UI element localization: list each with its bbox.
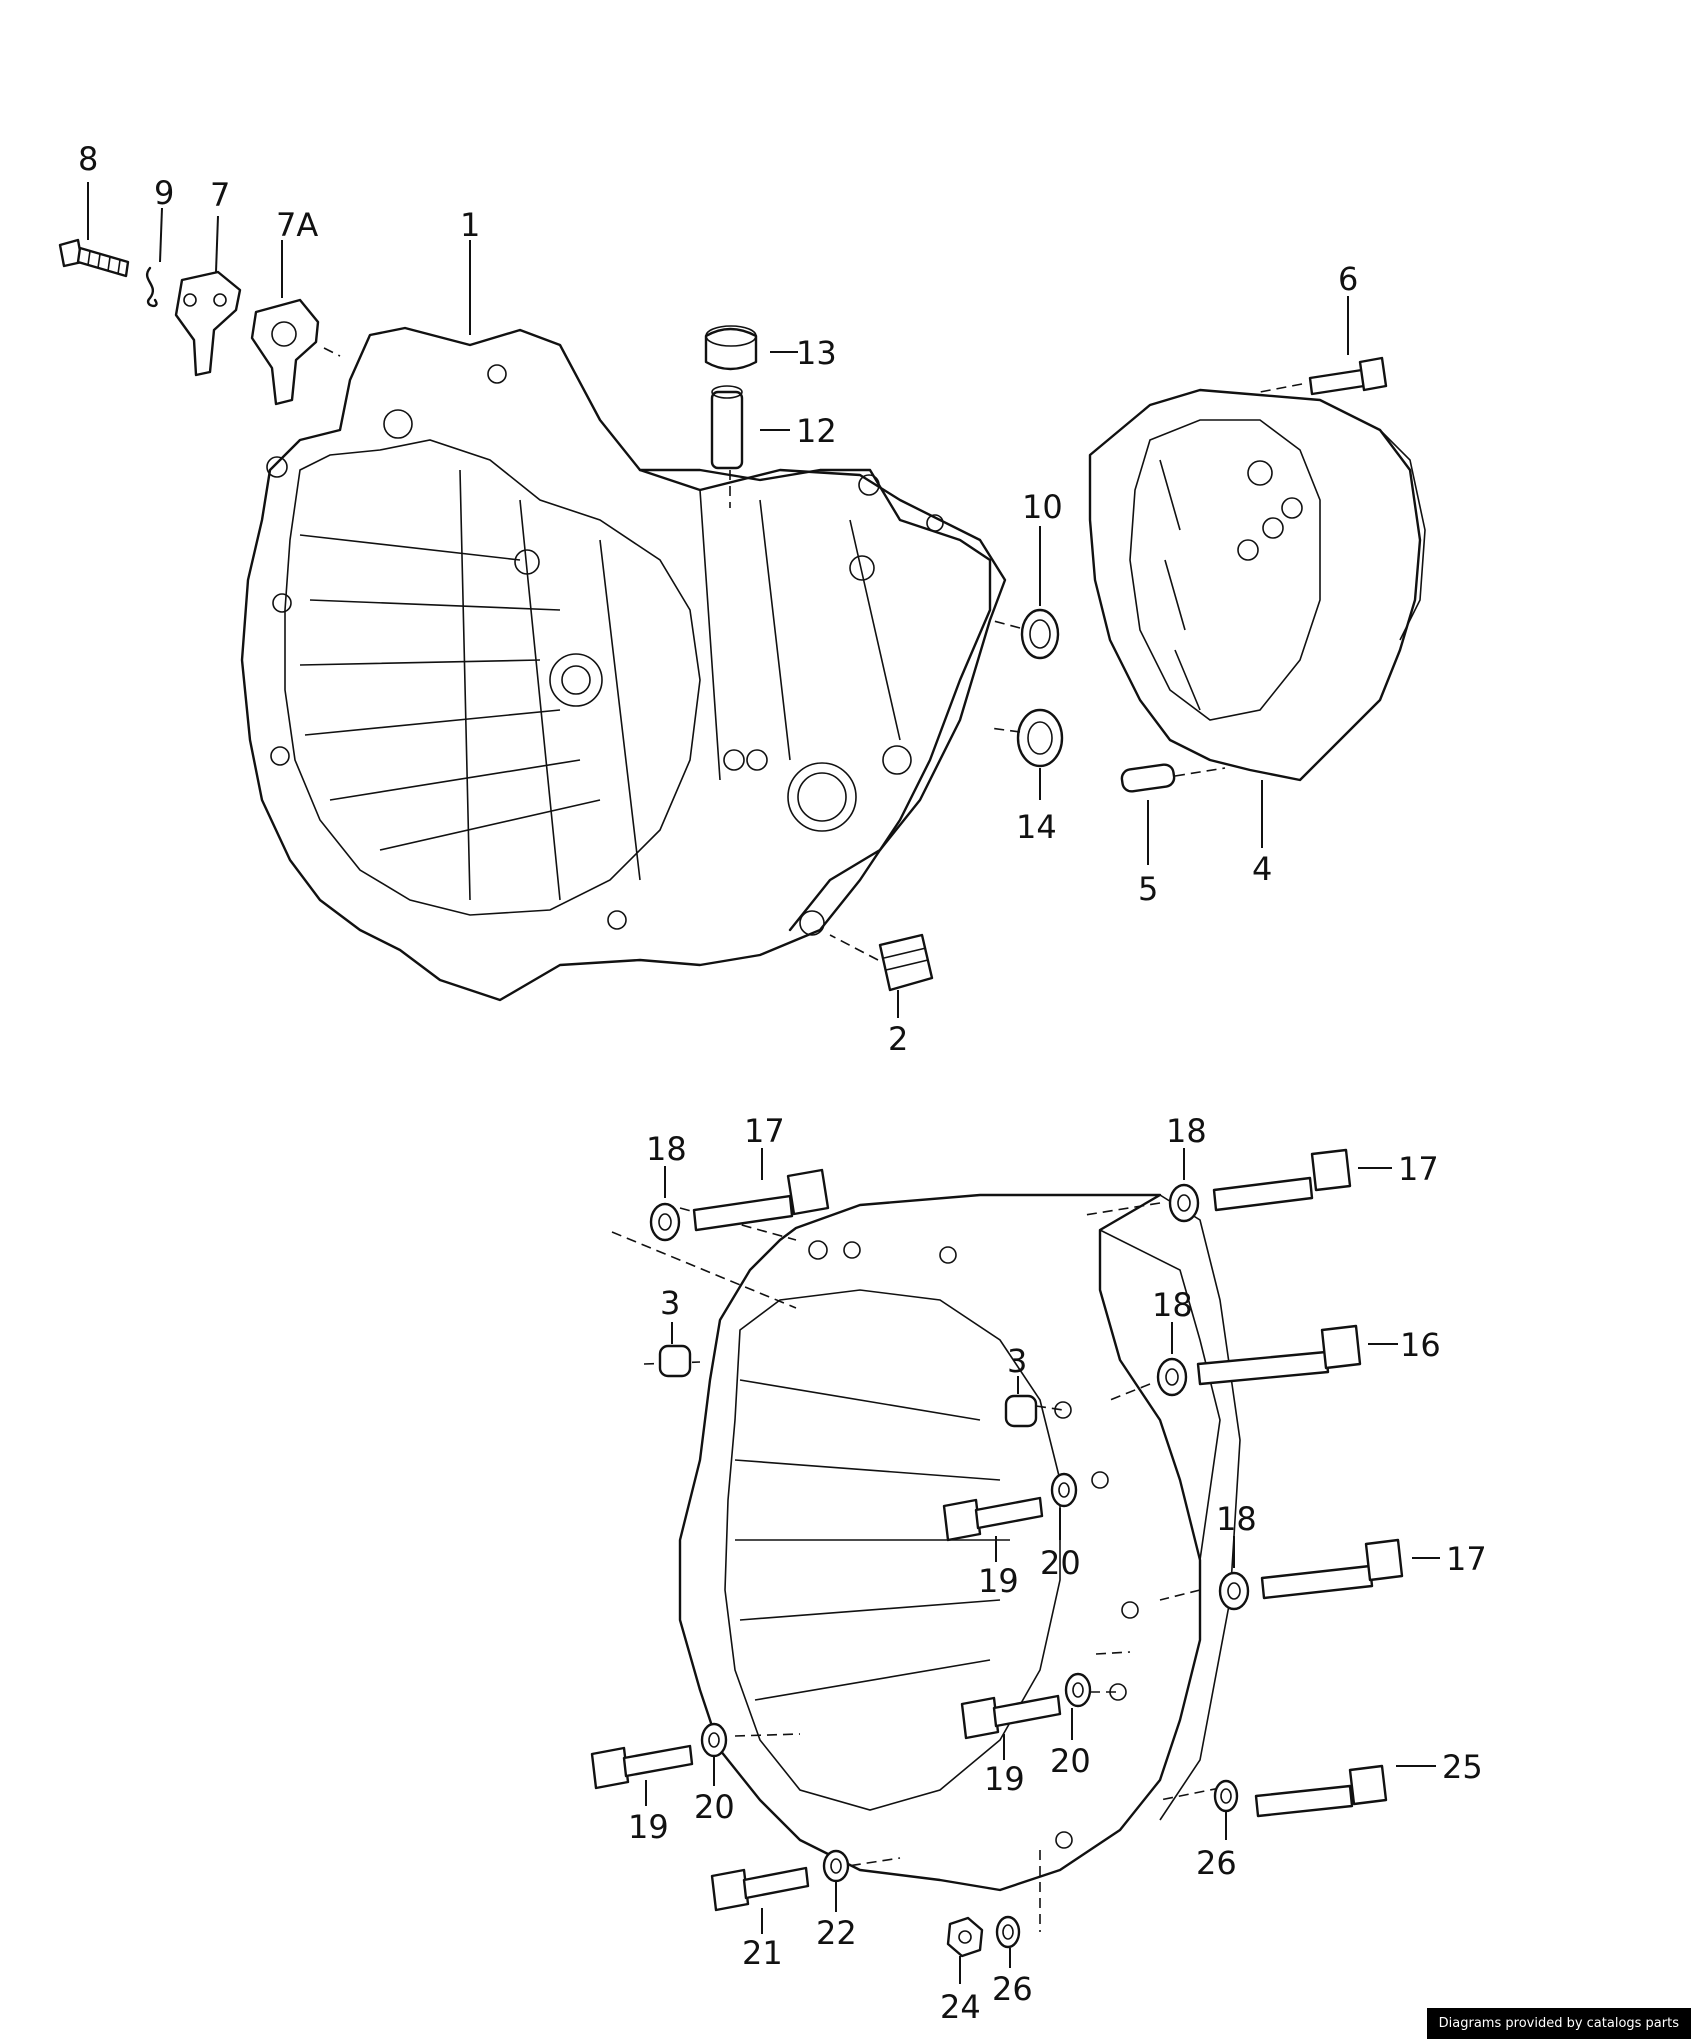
bolt-8 bbox=[58, 238, 130, 278]
washer-20 bbox=[700, 1472, 1092, 1758]
plug-2 bbox=[878, 933, 934, 992]
callout-20: 20 bbox=[1050, 1742, 1091, 1780]
spring-clip-9 bbox=[145, 266, 158, 308]
callout-labels: 1 2 3 3 4 5 6 7 7A 8 9 10 12 13 14 16 17… bbox=[78, 140, 1487, 2026]
callout-17: 17 bbox=[1398, 1150, 1439, 1188]
seal-14 bbox=[1016, 708, 1064, 768]
callout-7: 7 bbox=[210, 176, 230, 214]
bracket-7 bbox=[174, 270, 242, 377]
callout-24: 24 bbox=[940, 1988, 981, 2026]
upper-leader-lines bbox=[87, 182, 1349, 1018]
dowel-5 bbox=[1120, 763, 1176, 793]
callout-2: 2 bbox=[888, 1020, 908, 1058]
callout-19: 19 bbox=[628, 1808, 669, 1846]
rear-cover-4 bbox=[1088, 388, 1426, 782]
callout-9: 9 bbox=[154, 174, 174, 212]
callout-13: 13 bbox=[796, 334, 837, 372]
callout-3: 3 bbox=[660, 1284, 680, 1322]
callout-4: 4 bbox=[1252, 850, 1272, 888]
callout-21: 21 bbox=[742, 1934, 783, 1972]
washer-22 bbox=[822, 1849, 850, 1883]
gasket-7a bbox=[250, 298, 320, 406]
callout-5: 5 bbox=[1138, 870, 1158, 908]
bolt-17 bbox=[692, 1148, 1404, 1600]
callout-10: 10 bbox=[1022, 488, 1063, 526]
nut-24 bbox=[946, 1916, 984, 1958]
gearbox-housing bbox=[240, 326, 1007, 1002]
callout-22: 22 bbox=[816, 1914, 857, 1952]
callout-8: 8 bbox=[78, 140, 98, 178]
washer-26 bbox=[995, 1779, 1239, 1949]
callout-18: 18 bbox=[1166, 1112, 1207, 1150]
provider-credit: Diagrams provided by catalogs parts bbox=[1426, 2008, 1691, 2039]
callout-19: 19 bbox=[978, 1562, 1019, 1600]
callout-3: 3 bbox=[1007, 1342, 1027, 1380]
callout-26: 26 bbox=[1196, 1844, 1237, 1882]
washer-18 bbox=[649, 1183, 1250, 1611]
bolt-6 bbox=[1308, 356, 1388, 396]
callout-6: 6 bbox=[1338, 260, 1358, 298]
callout-26: 26 bbox=[992, 1970, 1033, 2008]
bolt-19 bbox=[590, 1496, 1062, 1790]
lower-leader-lines bbox=[645, 1148, 1440, 1984]
lower-housing bbox=[678, 1193, 1241, 1892]
callout-12: 12 bbox=[796, 412, 837, 450]
dowel-3 bbox=[658, 1344, 1038, 1428]
callout-18: 18 bbox=[1216, 1500, 1257, 1538]
bolt-25 bbox=[1254, 1764, 1388, 1818]
callout-20: 20 bbox=[1040, 1544, 1081, 1582]
bolt-16 bbox=[1196, 1324, 1362, 1386]
callout-18: 18 bbox=[646, 1130, 687, 1168]
callout-25: 25 bbox=[1442, 1748, 1483, 1786]
callout-20: 20 bbox=[694, 1788, 735, 1826]
callout-16: 16 bbox=[1400, 1326, 1441, 1364]
callout-7a: 7A bbox=[276, 206, 318, 244]
callout-17: 17 bbox=[1446, 1540, 1487, 1578]
cap-13 bbox=[704, 325, 758, 371]
bolt-21 bbox=[710, 1866, 810, 1912]
callout-1: 1 bbox=[460, 206, 480, 244]
callout-14: 14 bbox=[1016, 808, 1057, 846]
seal-10 bbox=[1020, 608, 1060, 660]
callout-19: 19 bbox=[984, 1760, 1025, 1798]
callout-18: 18 bbox=[1152, 1286, 1193, 1324]
sleeve-12 bbox=[710, 385, 744, 470]
callout-17: 17 bbox=[744, 1112, 785, 1150]
